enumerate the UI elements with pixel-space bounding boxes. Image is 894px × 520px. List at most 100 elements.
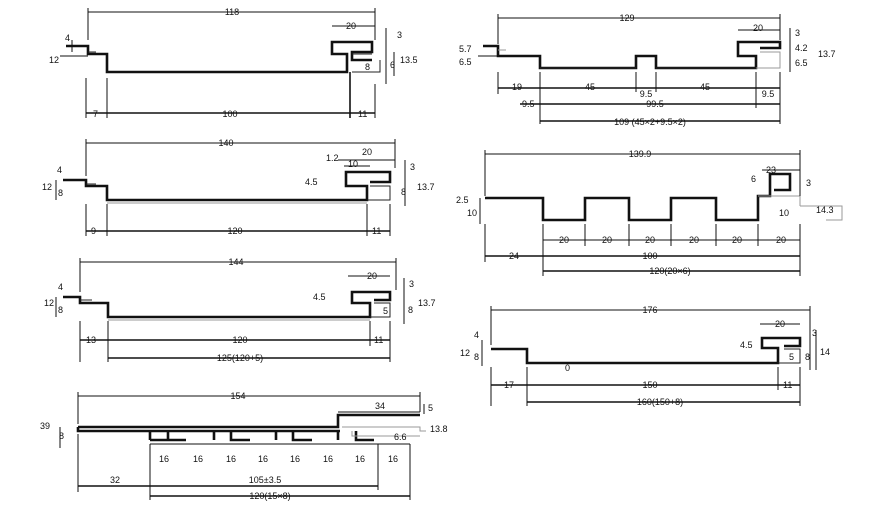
p7-height-label: 39 [40, 421, 50, 431]
p2-lip-thickness-label: 3 [795, 28, 800, 38]
p7-c6-label: 16 [323, 454, 333, 464]
p4-s6-label: 20 [776, 235, 786, 245]
p2-seg1-label: 45 [585, 82, 595, 92]
p3-tab-label: 4 [57, 165, 62, 175]
profile-5-outline [63, 290, 392, 319]
p2-left-label: 19 [512, 82, 522, 92]
p1-right-foot-label: 11 [358, 109, 367, 119]
p7-span-label: 105±3.5 [249, 475, 281, 485]
p6-b-label: 8 [805, 352, 810, 362]
p2-inner-label: 99.5 [646, 99, 664, 109]
p6-a-label: 5 [789, 352, 794, 362]
p6-lip-thickness-label: 3 [812, 328, 817, 338]
p7-c2-label: 16 [193, 454, 203, 464]
p7-c5-label: 16 [290, 454, 300, 464]
p5-right-foot-label: 11 [374, 335, 383, 345]
p2-left2-label: 9.5 [522, 99, 535, 109]
p1-height-label: 12 [49, 55, 59, 65]
p3-height-label: 12 [42, 182, 52, 192]
profile-6-inner [778, 348, 801, 364]
p2-seg2-label: 45 [700, 82, 710, 92]
p4-total-label: 120(20×6) [649, 266, 690, 276]
p5-right-h-label: 13.7 [418, 298, 436, 308]
p3-left-foot-label: 9 [91, 226, 96, 236]
p7-total-label: 120(15×8) [249, 491, 290, 501]
profile-7: 154 34 5 39 8 13.8 6.6 16 16 16 16 16 16… [40, 391, 448, 501]
p1-tab-label: 4 [65, 33, 70, 43]
p2-total-label: 109 (45×2+9.5×2) [614, 117, 686, 127]
p1-right-a-label: 6 [390, 60, 395, 70]
p2-h1-label: 5.7 [459, 44, 472, 54]
p2-r3-label: 6.5 [795, 58, 808, 68]
p6-right-foot-label: 11 [783, 380, 792, 390]
p5-lip-thickness-label: 3 [409, 279, 414, 289]
profile-1-inner [88, 51, 381, 73]
p1-lip-thickness-label: 3 [397, 30, 402, 40]
p4-s1-label: 20 [559, 235, 569, 245]
p7-c3-label: 16 [226, 454, 236, 464]
p5-lip-width-label: 20 [367, 271, 377, 281]
profile-6-outline [491, 336, 802, 365]
p3-c-label: 4.5 [305, 177, 318, 187]
p3-overall-label: 140 [218, 138, 233, 148]
p4-e-label: 6 [751, 174, 756, 184]
p6-span-label: 150 [642, 380, 657, 390]
p3-right-foot-label: 11 [372, 226, 381, 236]
p6-total-label: 160(150+8) [637, 397, 683, 407]
p2-lip-width-label: 20 [753, 23, 763, 33]
profile-1: 118 20 3 4 12 13.5 6 8 7 100 11 [49, 7, 418, 119]
p7-lip-thickness-label: 5 [428, 403, 433, 413]
p6-tab-label: 4 [474, 330, 479, 340]
p4-lip-thickness-label: 3 [806, 178, 811, 188]
profile-5-inner [80, 299, 391, 318]
p4-h1-label: 2.5 [456, 195, 469, 205]
profile-3-inner [86, 183, 391, 201]
p3-b-label: 10 [348, 159, 358, 169]
p4-f-label: 10 [779, 208, 789, 218]
profile-2-inner [498, 49, 781, 69]
p3-lip-thickness-label: 3 [410, 162, 415, 172]
p7-right-h-label: 13.8 [430, 424, 448, 434]
p5-overall-label: 144 [228, 257, 243, 267]
p3-lip-width-label: 20 [362, 147, 372, 157]
p5-inner-h-label: 8 [58, 305, 63, 315]
p3-d-label: 8 [401, 187, 406, 197]
p1-overall-label: 118 [225, 7, 239, 17]
p7-g-label: 6.6 [394, 432, 407, 442]
profile-4-outline [485, 172, 792, 222]
p1-left-foot-label: 7 [93, 109, 98, 119]
p1-right-height-label: 13.5 [400, 55, 418, 65]
p3-a-label: 1.2 [326, 153, 339, 163]
p7-c8-label: 16 [388, 454, 398, 464]
p1-lip-width-label: 20 [346, 21, 356, 31]
p5-c-label: 4.5 [313, 292, 326, 302]
p5-tab-label: 4 [58, 282, 63, 292]
p2-right-label: 9.5 [762, 89, 775, 99]
profile-2-outline [483, 40, 782, 70]
p5-left-foot-label: 13 [86, 335, 96, 345]
profile-7-inner [342, 426, 426, 437]
profile-4: 139.9 23 6 3 2.5 10 10 14.3 20 20 20 20 … [456, 149, 843, 276]
p1-span-label: 100 [222, 109, 237, 119]
p6-overall-label: 176 [642, 305, 657, 315]
p2-overall-label: 129 [619, 13, 634, 23]
p5-d-label: 8 [408, 305, 413, 315]
profile-6: 176 20 3 4 12 8 4.5 14 5 8 0 17 150 11 1… [460, 305, 830, 407]
p6-c-label: 4.5 [740, 340, 753, 350]
p7-lip-width-label: 34 [375, 401, 385, 411]
p4-h2-label: 10 [467, 208, 477, 218]
p7-c4-label: 16 [258, 454, 268, 464]
p4-span-label: 100 [642, 251, 657, 261]
p4-lip-width-label: 23 [766, 165, 776, 175]
profile-5: 144 20 3 4 12 8 4.5 13.7 8 5 13 120 11 1… [44, 257, 436, 363]
p4-s3-label: 20 [645, 235, 655, 245]
p6-mid-label: 0 [565, 363, 570, 373]
p6-right-h-label: 14 [820, 347, 830, 357]
profile-3: 140 1.2 20 10 3 4 12 8 4.5 13.7 8 9 120 … [42, 138, 435, 236]
p6-inner-h-label: 8 [474, 352, 479, 362]
p7-left-label: 32 [110, 475, 120, 485]
profile-2: 129 20 3 5.7 6.5 4.2 13.7 6.5 19 45 9.5 … [459, 13, 836, 127]
p2-mid-label: 9.5 [640, 89, 653, 99]
p6-lip-width-label: 20 [775, 319, 785, 329]
